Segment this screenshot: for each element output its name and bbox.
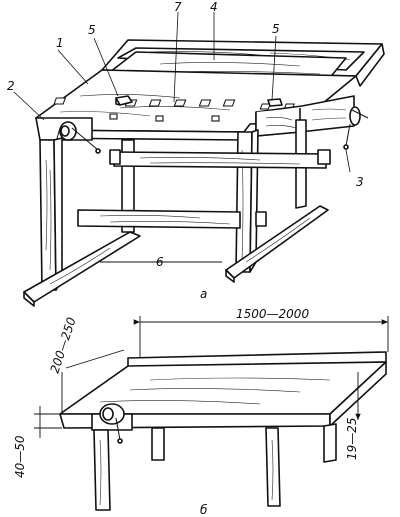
callout-6: 6	[156, 255, 164, 269]
dim-top-thickness: 40—50	[13, 435, 27, 478]
callout-7: 7	[174, 0, 182, 14]
dim-length: 1500—2000	[236, 307, 309, 321]
callout-3: 3	[356, 175, 364, 189]
base-skids	[23, 205, 329, 307]
bench-dog-left	[115, 95, 133, 106]
caption-b: б	[200, 503, 208, 517]
workbench-drawing	[13, 11, 385, 307]
legs-b	[93, 423, 337, 511]
callout-1: 1	[56, 36, 64, 50]
callout-5-left: 5	[88, 23, 96, 37]
callout-5-right: 5	[272, 22, 280, 36]
right-side-rail	[355, 43, 385, 87]
bench-dog-right	[267, 98, 283, 107]
bench-dog-holes	[53, 97, 295, 122]
simple-bench-drawing	[34, 316, 389, 511]
callout-labels: 1 2 3 4 5 5 6 7 а	[7, 0, 364, 301]
dim-rail-height: 19—25	[345, 417, 359, 460]
caption-a: а	[200, 287, 207, 301]
vise-b	[91, 403, 133, 444]
stretchers	[77, 149, 331, 229]
callout-4: 4	[210, 0, 218, 14]
dim-width: 200—250	[48, 315, 79, 375]
callout-2: 2	[7, 79, 15, 93]
tail-vise	[255, 95, 369, 150]
front-vise	[35, 117, 101, 154]
